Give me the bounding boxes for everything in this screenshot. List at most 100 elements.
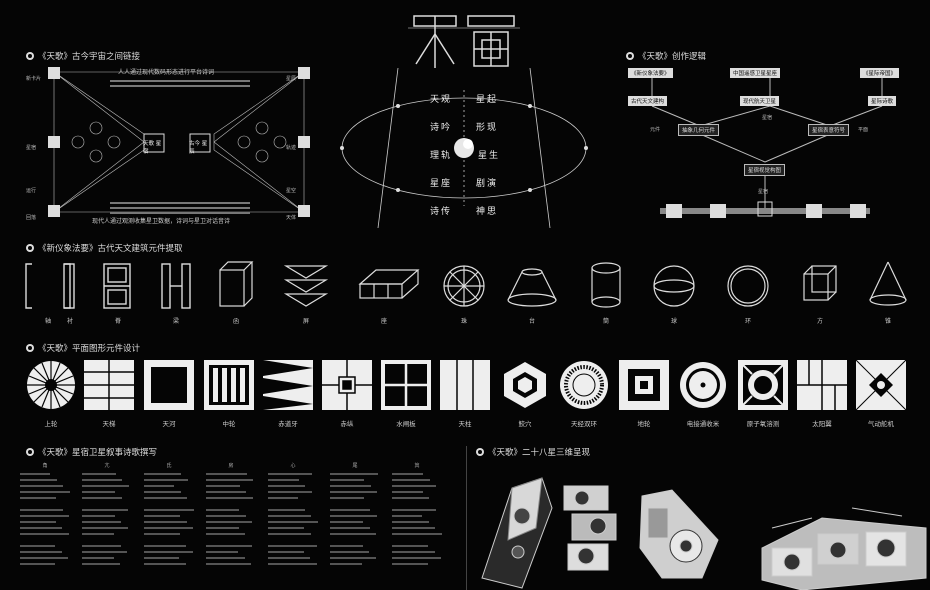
- tile-sky-pillar: [440, 360, 490, 410]
- glyph-box: 函: [206, 258, 266, 328]
- poem-line: [330, 497, 364, 499]
- poem-line: [330, 545, 363, 547]
- poem-line: [20, 479, 57, 481]
- poem-line: [20, 521, 56, 523]
- poem-line: [144, 491, 181, 493]
- poem-line: [206, 527, 239, 529]
- ring-row-3-right: 星生: [478, 151, 501, 161]
- poem-line: [144, 557, 179, 559]
- section-title-poems: 《天歌》星宿卫星叙事诗歌撰写: [26, 446, 157, 458]
- tile-label: 气动舵机: [868, 420, 894, 428]
- poem-line: [330, 557, 376, 559]
- connect-node-left-4: 回落: [26, 215, 37, 221]
- tile-label: 中轮: [222, 420, 236, 428]
- poem-line: [330, 533, 376, 535]
- poem-line: [392, 521, 429, 523]
- glyph-cylinder: 筒: [576, 258, 636, 328]
- tile-label: 鲛穴: [518, 420, 532, 428]
- glyph-square: 方: [790, 258, 850, 328]
- lining-icon: [63, 263, 75, 309]
- glyph-label: 球: [670, 318, 677, 325]
- poem-column: 角: [20, 462, 70, 569]
- poem-line: [268, 521, 318, 523]
- poem-line: [144, 479, 188, 481]
- poem-line: [20, 485, 63, 487]
- poem-line: [206, 485, 240, 487]
- poem-line: [330, 491, 377, 493]
- poem-line: [144, 527, 193, 529]
- logic-center-box: 星宿视觉构图: [744, 164, 786, 176]
- glyph-wheel: 珠: [434, 258, 494, 328]
- poem-line: [268, 479, 299, 481]
- logic-top-tag-1: 《新仪象法要》: [628, 68, 673, 78]
- poem-line: [206, 491, 246, 493]
- poem-line: [206, 479, 253, 481]
- poem-line: [206, 545, 252, 547]
- tile-label: 天柱: [458, 420, 472, 428]
- glyph-label: 珠: [460, 318, 467, 325]
- glyph-lining: 衬: [40, 258, 100, 328]
- poem-header: 氐: [166, 463, 172, 469]
- tile-earth-wheel: [619, 360, 669, 410]
- poem-line: [206, 521, 252, 523]
- poem-line: [82, 527, 128, 529]
- poem-line: [392, 497, 429, 499]
- glyph-platform: 台: [502, 258, 562, 328]
- tile-river: [144, 360, 194, 410]
- tile-label: 电接通收米: [686, 420, 720, 428]
- poem-line: [144, 485, 174, 487]
- poem-line: [268, 533, 311, 535]
- poem-header: 尾: [352, 463, 358, 469]
- beam-icon: [161, 263, 191, 309]
- section-title-text: 《天歌》平面图形元件设计: [38, 344, 141, 354]
- logic-mid-tag-2: 现代航天卫星: [740, 96, 780, 106]
- tile-label: 赤纵: [340, 420, 354, 428]
- poem-line: [20, 563, 55, 565]
- poem-line: [268, 545, 317, 547]
- section-title-text: 《天歌》古今宇宙之间链接: [38, 52, 141, 62]
- section-title-text: 《天歌》二十八星三维呈现: [488, 448, 591, 458]
- poem-line: [20, 557, 68, 559]
- poem-line: [330, 515, 377, 517]
- tile-cave: [500, 360, 550, 410]
- poem-line: [392, 545, 428, 547]
- poem-line: [268, 557, 310, 559]
- ring-icon: [727, 265, 769, 307]
- poem-line: [330, 563, 362, 565]
- bullet-icon: [26, 448, 34, 456]
- poem-column: 心: [268, 462, 318, 569]
- satellite-renders: [481, 477, 927, 590]
- poem-line: [20, 509, 63, 511]
- poem-header: 心: [290, 463, 296, 469]
- poem-grid: 角亢氐房心尾箕: [20, 462, 460, 582]
- connect-node-right-2: 轨迹: [286, 145, 297, 151]
- poem-line: [144, 497, 187, 499]
- cone-icon: [869, 261, 907, 306]
- logic-top-tag-2: 中国遥感卫星星座: [730, 68, 781, 78]
- glyph-ring: 环: [718, 258, 778, 328]
- poem-line: [20, 527, 62, 529]
- poem-line: [144, 545, 186, 547]
- section-title-logic: 《天歌》创作逻辑: [626, 50, 706, 62]
- glyph-label: 筒: [602, 318, 609, 325]
- logic-left-box: 抽象几何元件: [678, 124, 720, 136]
- tile-label: 太阳翼: [812, 420, 832, 428]
- tile-atomic-oxygen: [738, 360, 788, 410]
- section-title-text: 《天歌》星宿卫星叙事诗歌撰写: [38, 448, 158, 458]
- section-title-glyphs: 《新仪象法要》古代天文建筑元件提取: [26, 242, 183, 254]
- ring-row-5-left: 诗传: [430, 207, 453, 217]
- poem-header: 箕: [414, 463, 420, 469]
- glyph-label: 锥: [884, 318, 891, 325]
- poem-line: [144, 515, 180, 517]
- poem-line: [330, 485, 371, 487]
- ring-row-2-left: 诗吟: [430, 123, 453, 133]
- glyph-label: 轴: [44, 318, 51, 325]
- divider-line: [466, 446, 467, 590]
- poem-header: 角: [42, 463, 48, 469]
- logic-side-label-3: 平面: [858, 127, 869, 133]
- ring-row-2-right: 形现: [476, 123, 499, 133]
- poem-line: [268, 497, 298, 499]
- platform-icon: [507, 268, 557, 307]
- logic-side-label-1: 元件: [650, 127, 661, 133]
- poem-line: [206, 509, 239, 511]
